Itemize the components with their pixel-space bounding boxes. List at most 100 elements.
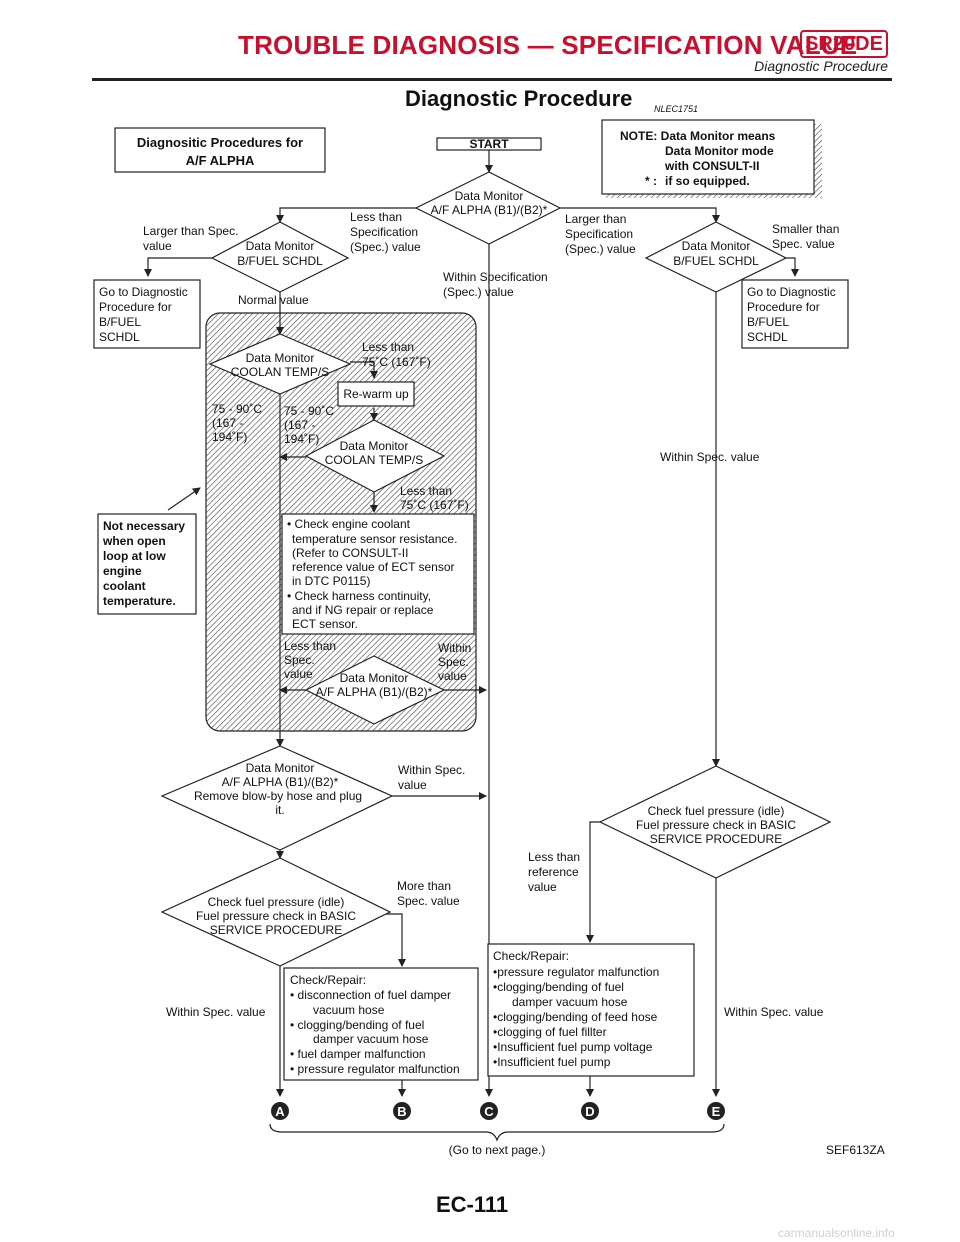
- box-line: coolant: [103, 579, 146, 593]
- label-less-than-75-a: Less than 75˚C (167˚F): [362, 340, 431, 369]
- box-line: SCHDL: [99, 330, 140, 344]
- decision-line: Fuel pressure check in BASIC: [196, 909, 356, 923]
- page-title: Diagnostic Procedure: [405, 86, 633, 111]
- decision-af-alpha-2: Data Monitor A/F ALPHA (B1)/(B2)*: [304, 655, 446, 725]
- connector-c: C: [480, 1102, 498, 1120]
- label-line: value: [438, 669, 467, 683]
- goto-bfuel-left-box: Go to Diagnostic Procedure for B/FUEL SC…: [93, 279, 201, 349]
- decision-af-alpha: Data Monitor A/F ALPHA (B1)/(B2)*: [414, 171, 562, 245]
- decision-line: Data Monitor: [246, 351, 315, 365]
- label-line: Spec. value: [397, 894, 460, 908]
- go-next-label: (Go to next page.): [449, 1143, 546, 1157]
- label-less-than-reference: Less than reference value: [528, 850, 580, 894]
- label-line: More than: [397, 879, 451, 893]
- box-line: temperature.: [103, 594, 176, 608]
- note-line: NOTE: Data Monitor means: [620, 129, 776, 143]
- box-line: •clogging of fuel fillter: [493, 1025, 607, 1039]
- check-repair-left-box: Check/Repair: • disconnection of fuel da…: [283, 967, 479, 1081]
- label-less-than-spec-value: Less than Spec. value: [284, 639, 336, 681]
- box-line: and if NG repair or replace: [292, 603, 434, 617]
- box-line: • Check harness continuity,: [287, 589, 431, 603]
- label-line: (167 -: [212, 416, 243, 430]
- label-larger-than-spec: Larger than Specification (Spec.) value: [565, 212, 636, 256]
- label-less-than-spec: Less than Specification (Spec.) value: [350, 210, 421, 254]
- label-less-than-75-b: Less than 75˚C (167˚F): [400, 484, 469, 512]
- note-box: NOTE: Data Monitor means Data Monitor mo…: [601, 119, 822, 198]
- decision-line: SERVICE PROCEDURE: [210, 923, 342, 937]
- label-smaller-spec: Smaller than Spec. value: [772, 222, 839, 251]
- box-line: in DTC P0115): [292, 574, 370, 588]
- box-line: ECT sensor.: [292, 617, 358, 631]
- decision-line: COOLAN TEMP/S: [325, 453, 423, 467]
- decision-line: Data Monitor: [246, 761, 315, 775]
- box-line: temperature sensor resistance.: [292, 532, 457, 546]
- box-line: SCHDL: [747, 330, 788, 344]
- label-within-spec-c: Within Spec. value: [398, 763, 465, 792]
- decision-fuel-pressure-right: Check fuel pressure (idle) Fuel pressure…: [598, 765, 832, 879]
- decision-line: Data Monitor: [682, 239, 751, 253]
- connector-e: E: [707, 1102, 725, 1120]
- rewarm-label: Re-warm up: [343, 387, 409, 401]
- box-line: • clogging/bending of fuel: [290, 1018, 424, 1032]
- label-line: Less than: [284, 639, 336, 653]
- label-line: value: [528, 880, 557, 894]
- label-within-spec-far-right: Within Spec. value: [724, 1005, 824, 1019]
- box-line: when open: [102, 534, 166, 548]
- title-line: A/F ALPHA: [186, 153, 255, 168]
- connector-letter: C: [484, 1104, 494, 1119]
- box-line: reference value of ECT sensor: [292, 560, 455, 574]
- label-line: 194˚F): [212, 430, 247, 444]
- start-box: START: [436, 137, 542, 151]
- box-line: •Insufficient fuel pump voltage: [493, 1040, 653, 1054]
- label-line: value: [143, 239, 172, 253]
- connector-d: D: [581, 1102, 599, 1120]
- decision-line: Remove blow-by hose and plug: [194, 789, 362, 803]
- page-number: EC-111: [436, 1192, 509, 1217]
- label-line: (Spec.) value: [565, 242, 636, 256]
- header-title: TROUBLE DIAGNOSIS — SPECIFICATION VALUE: [238, 30, 858, 60]
- label-line: Spec.: [438, 655, 469, 669]
- decision-coolant-temp-1: Data Monitor COOLAN TEMP/S: [208, 333, 352, 395]
- title-line: Diagnositic Procedures for: [137, 135, 303, 150]
- label-line: (167 -: [284, 418, 315, 432]
- decision-line: B/FUEL SCHDL: [237, 254, 323, 268]
- procedure-title-box: Diagnositic Procedures for A/F ALPHA: [114, 127, 326, 173]
- label-line: Less than: [362, 340, 414, 354]
- label-line: Less than: [400, 484, 452, 498]
- label-line: Smaller than: [772, 222, 839, 236]
- box-line: Go to Diagnostic: [99, 285, 188, 299]
- box-line: • disconnection of fuel damper: [290, 988, 451, 1002]
- box-line: (Refer to CONSULT-II: [292, 546, 408, 560]
- note-line: with CONSULT-II: [664, 159, 759, 173]
- label-line: Specification: [350, 225, 418, 239]
- decision-line: Data Monitor: [340, 439, 409, 453]
- box-line: •Insufficient fuel pump: [493, 1055, 611, 1069]
- label-line: Spec. value: [772, 237, 835, 251]
- check-ect-box: • Check engine coolant temperature senso…: [281, 513, 475, 635]
- rewarm-box: Re-warm up: [337, 381, 415, 407]
- box-line: • fuel damper malfunction: [290, 1047, 426, 1061]
- decision-line: A/F ALPHA (B1)/(B2)*: [222, 775, 339, 789]
- label-line: value: [398, 778, 427, 792]
- label-line: Larger than Spec.: [143, 224, 238, 238]
- label-line: reference: [528, 865, 579, 879]
- connector-letter: A: [275, 1104, 285, 1119]
- decision-fuel-pressure-left: Check fuel pressure (idle) Fuel pressure…: [160, 857, 392, 967]
- start-label: START: [469, 137, 509, 151]
- decision-line: Check fuel pressure (idle): [648, 804, 785, 818]
- box-line: Procedure for: [747, 300, 820, 314]
- figure-id: SEF613ZA: [826, 1143, 885, 1157]
- box-line: engine: [103, 564, 142, 578]
- label-line: 75˚C (167˚F): [362, 355, 431, 369]
- decision-line: A/F ALPHA (B1)/(B2)*: [431, 203, 548, 217]
- box-line: •clogging/bending of feed hose: [493, 1010, 658, 1024]
- box-line: loop at low: [103, 549, 166, 563]
- box-line: •clogging/bending of fuel: [493, 980, 624, 994]
- box-line: vacuum hose: [313, 1003, 385, 1017]
- box-line: Procedure for: [99, 300, 172, 314]
- check-repair-right-box: Check/Repair: •pressure regulator malfun…: [487, 943, 695, 1077]
- box-line: B/FUEL: [99, 315, 141, 329]
- label-line: Less than: [528, 850, 580, 864]
- label-line: 75 - 90˚C: [284, 404, 334, 418]
